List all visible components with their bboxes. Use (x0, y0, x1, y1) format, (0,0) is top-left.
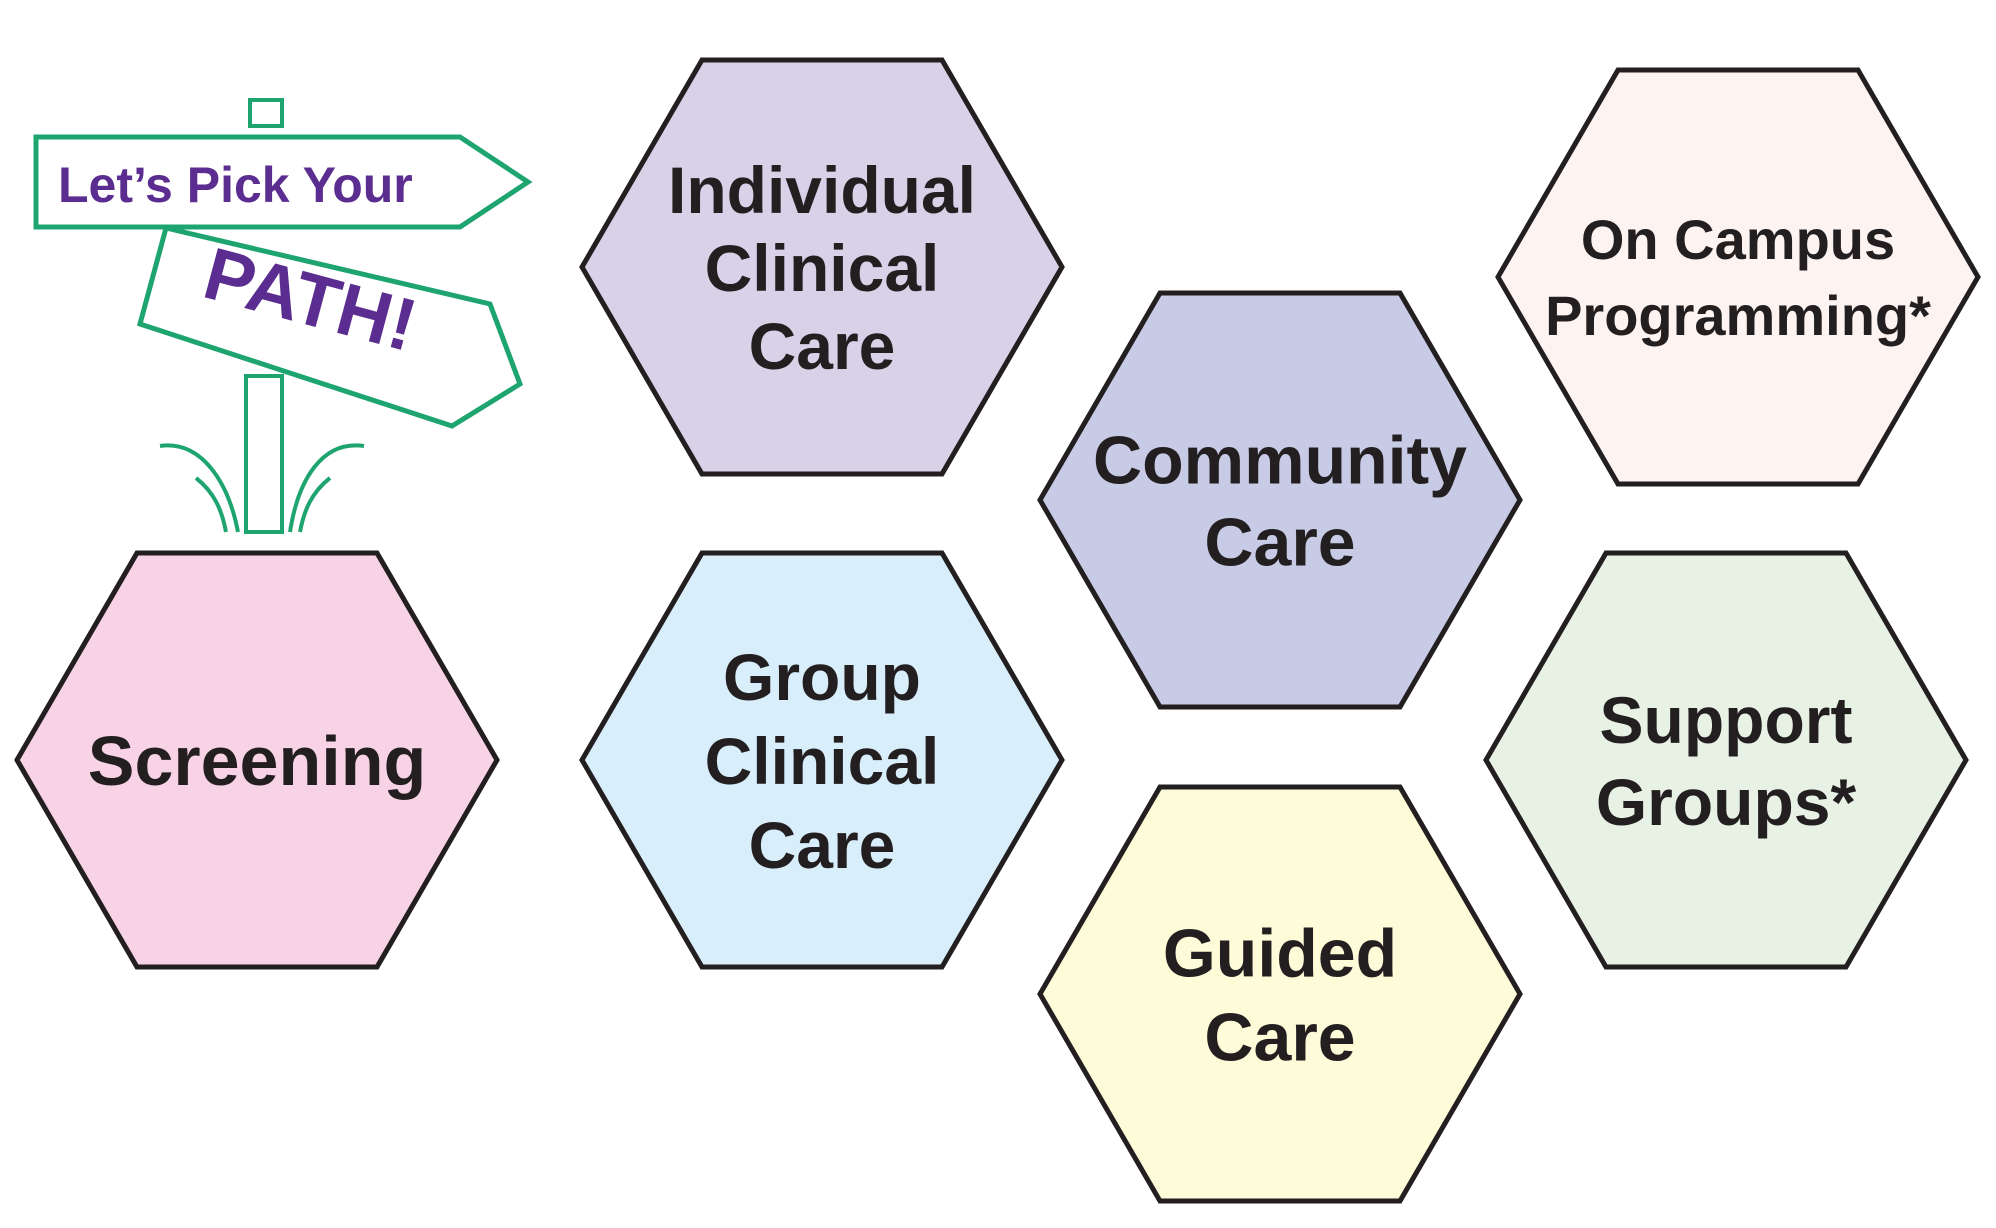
hex-shape-on-campus-programming (1495, 67, 1981, 487)
hexagon-group: ScreeningIndividualClinicalCareGroupClin… (14, 57, 1981, 1204)
hex-shape-support-groups (1483, 550, 1969, 970)
hex-label-support-groups-line-2: Groups* (1596, 765, 1857, 839)
hex-label-community-care-line-2: Care (1204, 504, 1355, 580)
hex-label-guided-care-line-1: Guided (1163, 915, 1397, 991)
post-icon (244, 374, 284, 534)
hex-label-individual-clinical-care-line-2: Clinical (705, 231, 940, 305)
hex-label-individual-clinical-care-line-1: Individual (668, 153, 976, 227)
hex-label-on-campus-programming-line-2: Programming* (1545, 284, 1931, 347)
hex-shape-screening (14, 550, 500, 970)
sign-top-board (33, 134, 533, 230)
signpost-illustration: Let’s Pick Your PATH! (33, 98, 533, 534)
grass-left-inner-icon (194, 476, 228, 533)
hex-screening: Screening (14, 550, 500, 970)
sign-bottom-board (136, 225, 524, 429)
post-cap-icon (248, 98, 284, 128)
hex-shape-group-clinical-care (579, 550, 1065, 970)
hex-label-on-campus-programming-line-1: On Campus (1581, 208, 1895, 271)
sign-top-text: Let’s Pick Your (58, 157, 413, 213)
hex-shape-individual-clinical-care (579, 57, 1065, 477)
hex-label-individual-clinical-care-line-3: Care (749, 309, 896, 383)
hex-label-group-clinical-care-line-2: Clinical (705, 724, 940, 798)
grass-left-icon (159, 443, 240, 533)
hex-label-group-clinical-care-line-1: Group (723, 640, 921, 714)
hex-label-community-care-line-1: Community (1093, 422, 1467, 498)
grass-right-inner-icon (298, 476, 332, 533)
hex-label-group-clinical-care-line-3: Care (749, 808, 896, 882)
hex-label-support-groups-line-1: Support (1600, 683, 1853, 757)
hex-label-guided-care-line-2: Care (1204, 999, 1355, 1075)
hex-label-screening-line-1: Screening (88, 722, 426, 800)
hex-shape-guided-care (1037, 784, 1523, 1204)
hex-shape-community-care (1037, 290, 1523, 710)
grass-right-icon (288, 443, 365, 533)
